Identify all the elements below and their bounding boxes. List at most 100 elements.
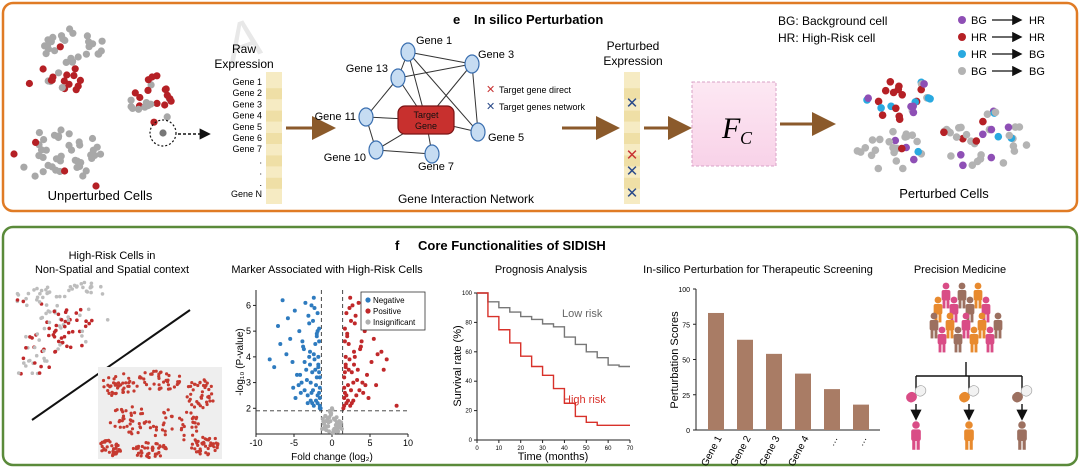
perturbed-cell-dot — [979, 130, 987, 139]
spatial-spot — [193, 447, 197, 451]
nonspatial-cell-dot — [30, 371, 35, 376]
network-node-label: Gene 1 — [416, 35, 452, 47]
nonspatial-cell-dot — [24, 364, 28, 368]
volcano-point — [311, 318, 315, 323]
cell-dot — [163, 91, 171, 99]
person-icon-leg — [950, 329, 954, 339]
bar-category-label: Gene 1 — [700, 434, 725, 468]
perturbed-cell-dot — [914, 147, 922, 156]
volcano-point — [342, 370, 347, 375]
cell-dot — [74, 53, 82, 61]
spatial-spot — [143, 446, 147, 450]
spatial-spot — [106, 389, 110, 393]
spatial-spot — [113, 383, 117, 387]
network-node — [390, 68, 406, 88]
bar — [853, 404, 869, 430]
volcano-point — [344, 311, 349, 316]
spatial-spot — [143, 371, 147, 375]
nonspatial-cell-dot — [70, 287, 74, 291]
nonspatial-cell-dot — [80, 329, 85, 334]
spatial-spot — [190, 403, 194, 407]
spatial-spot — [110, 393, 114, 397]
volcano-point — [295, 372, 299, 377]
volcano-point — [352, 321, 357, 326]
spatial-spot — [155, 442, 159, 446]
volcano-point — [323, 414, 328, 418]
volcano-y-tick-label: 2 — [246, 403, 251, 413]
spatial-spot — [190, 381, 194, 385]
volcano-point — [314, 383, 318, 388]
cell-dot — [85, 43, 93, 51]
survival-y-tick-label: 0 — [469, 438, 473, 444]
perturbed-cell-dot — [957, 123, 965, 132]
nonspatial-cell-dot — [52, 309, 57, 314]
volcano-legend-label: Negative — [373, 296, 405, 305]
marker-title: Marker Associated with High-Risk Cells — [231, 264, 423, 276]
spatial-spot — [170, 415, 174, 419]
spatial-spot — [190, 425, 194, 429]
nonspatial-cell-dot — [80, 334, 84, 338]
cell-dot — [56, 43, 64, 51]
spatial-spot — [112, 447, 116, 451]
low-risk-curve — [477, 292, 630, 368]
nonspatial-cell-dot — [39, 288, 44, 293]
spatial-spot — [116, 381, 121, 385]
bar — [766, 353, 782, 430]
nonspatial-cell-dot — [35, 298, 39, 302]
volcano-point — [357, 388, 362, 393]
bar-category-label: Gene 4 — [787, 434, 812, 468]
cell-dot — [96, 150, 105, 158]
perturbed-expression-line1: Perturbed — [607, 39, 660, 53]
nonspatial-cell-dot — [105, 318, 110, 322]
volcano-point — [381, 367, 386, 372]
person-icon-body — [911, 429, 921, 441]
spatial-spot — [196, 422, 200, 426]
person-icon-leg — [978, 329, 982, 339]
gene-list-item: Gene N — [231, 189, 262, 199]
volcano-legend-label: Positive — [373, 307, 402, 316]
spatial-spot — [191, 415, 196, 419]
perturbed-cell-dot — [881, 86, 890, 95]
person-icon-leg — [982, 329, 986, 339]
nonspatial-cell-dot — [24, 296, 28, 301]
perturbed-cell-dot — [962, 130, 971, 139]
perturb-direct-mark: ✕ — [626, 147, 639, 164]
volcano-point — [313, 367, 318, 372]
spatial-spot — [130, 405, 134, 409]
perturbed-cell-dot — [892, 157, 901, 165]
volcano-point — [292, 308, 297, 313]
spatial-spot — [138, 426, 143, 430]
low-risk-label: Low risk — [562, 308, 603, 320]
nonspatial-cell-dot — [38, 291, 42, 296]
target-gene-label-line2: Gene — [415, 121, 437, 131]
perturbed-cell-dot — [889, 88, 898, 97]
cell-dot — [51, 47, 59, 55]
spatial-spot — [185, 410, 189, 414]
cell-dot — [39, 153, 47, 161]
nonspatial-cell-dot — [24, 346, 28, 350]
spatial-spot — [208, 399, 212, 403]
spatial-spot — [113, 409, 118, 413]
person-icon-body — [965, 303, 975, 315]
bar-y-tick-label: 25 — [682, 393, 690, 400]
volcano-point — [343, 354, 348, 359]
spatial-spot — [113, 424, 117, 428]
spatial-spot — [122, 425, 126, 429]
spatial-spot — [139, 454, 143, 458]
highrisk-title-line2: Non-Spatial and Spatial context — [35, 264, 189, 276]
volcano-point — [366, 396, 371, 400]
person-icon-leg — [974, 299, 978, 309]
volcano-point — [311, 352, 316, 357]
spatial-spot — [199, 396, 204, 400]
fc-subscript: C — [740, 128, 753, 148]
perturbed-cell-dot — [983, 110, 992, 118]
spatial-spot — [128, 422, 132, 426]
volcano-point — [297, 329, 302, 334]
cell-dot — [63, 71, 71, 79]
nonspatial-cell-dot — [84, 289, 89, 294]
spatial-spot — [154, 428, 158, 432]
nonspatial-cell-dot — [75, 318, 79, 323]
pill-half — [967, 385, 980, 397]
